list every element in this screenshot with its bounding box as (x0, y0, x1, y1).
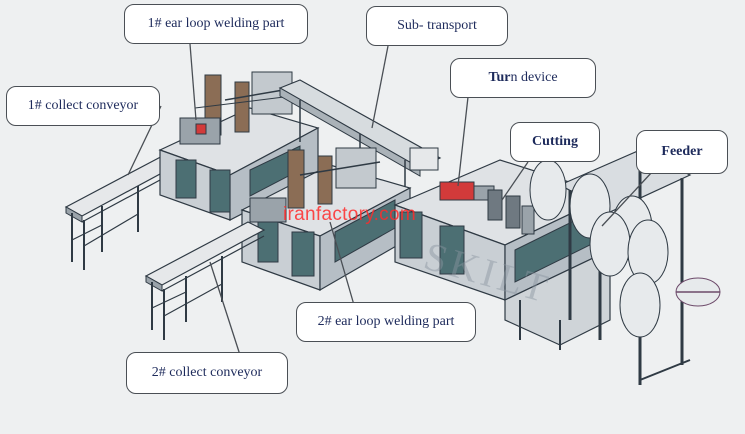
callout-feeder: Feeder (636, 130, 728, 174)
watermark-site: iranfactory.com (283, 204, 416, 225)
callout-sub-transport: Sub- transport (366, 6, 508, 46)
collect-conveyor-2-drawing (144, 221, 266, 340)
callout-collect-conveyor-2: 2# collect conveyor (126, 352, 288, 394)
callout-feeder-label: Feeder (661, 144, 703, 159)
callout-turn-device: Turn device (450, 58, 596, 98)
callout-collect-conveyor-2-label: 2# collect conveyor (151, 365, 263, 380)
callout-ear-loop-welding-1: 1# ear loop welding part (124, 4, 308, 44)
callout-cutting-label: Cutting (532, 134, 578, 149)
callout-ear-loop-welding-2: 2# ear loop welding part (296, 302, 476, 342)
main-machine-body-drawing (393, 159, 612, 350)
callout-turn-device-label: Turn device (488, 70, 558, 85)
callout-ear-loop-welding-1-label: 1# ear loop welding part (147, 16, 285, 31)
callout-collect-conveyor-1-label: 1# collect conveyor (27, 98, 139, 113)
callout-ear-loop-welding-2-label: 2# ear loop welding part (317, 314, 455, 329)
callout-collect-conveyor-1: 1# collect conveyor (6, 86, 160, 126)
callout-cutting: Cutting (510, 122, 600, 162)
sub-transport-drawing (278, 79, 442, 196)
callout-leaders (127, 43, 653, 356)
feeder-drawing (529, 149, 721, 385)
callout-sub-transport-label: Sub- transport (397, 18, 477, 33)
